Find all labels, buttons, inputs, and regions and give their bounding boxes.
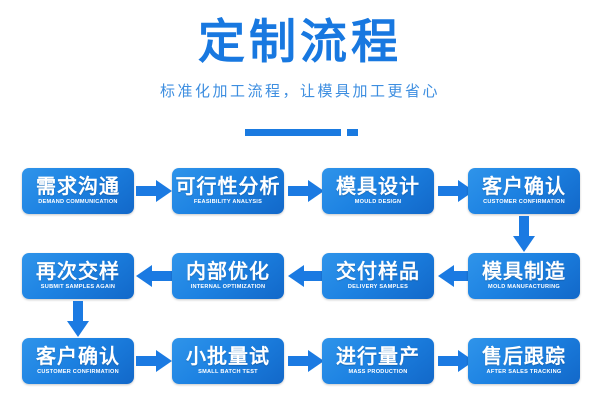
flow-step-feasibility-analysis[interactable]: 可行性分析 FEASIBILITY ANALYSIS xyxy=(172,168,284,214)
arrow-right-icon xyxy=(136,350,172,372)
step-label-cn: 需求沟通 xyxy=(36,174,120,199)
step-label-cn: 模具制造 xyxy=(482,259,566,284)
step-label-en: INTERNAL OPTIMIZATION xyxy=(190,284,266,291)
arrow-right-icon xyxy=(288,350,324,372)
step-label-cn: 可行性分析 xyxy=(175,174,281,199)
divider-square xyxy=(347,129,358,136)
flow-step-submit-samples-again[interactable]: 再次交样 SUBMIT SAMPLES AGAIN xyxy=(22,253,134,299)
step-label-en: DEMAND COMMUNICATION xyxy=(38,199,118,206)
arrow-right-icon xyxy=(438,350,474,372)
flow-step-delivery-samples[interactable]: 交付样品 DELIVERY SAMPLES xyxy=(322,253,434,299)
arrow-left-icon xyxy=(438,265,474,287)
arrow-left-icon xyxy=(136,265,172,287)
step-label-en: SUBMIT SAMPLES AGAIN xyxy=(40,284,116,291)
step-label-en: MOLD MANUFACTURING xyxy=(488,284,560,291)
step-label-en: FEASIBILITY ANALYSIS xyxy=(193,199,263,206)
step-label-cn: 售后跟踪 xyxy=(482,344,566,369)
flow-step-mass-production[interactable]: 进行量产 MASS PRODUCTION xyxy=(322,338,434,384)
arrow-down-icon xyxy=(513,216,535,252)
flow-step-small-batch-test[interactable]: 小批量试 SMALL BATCH TEST xyxy=(172,338,284,384)
step-label-en: MOULD DESIGN xyxy=(354,199,402,206)
divider-bar xyxy=(245,129,341,136)
flow-step-mold-manufacturing[interactable]: 模具制造 MOLD MANUFACTURING xyxy=(468,253,580,299)
flow-step-after-sales-tracking[interactable]: 售后跟踪 AFTER SALES TRACKING xyxy=(468,338,580,384)
decorative-divider xyxy=(0,129,600,137)
step-label-en: CUSTOMER CONFIRMATION xyxy=(483,199,565,206)
arrow-right-icon xyxy=(136,180,172,202)
arrow-right-icon xyxy=(438,180,474,202)
arrow-right-icon xyxy=(288,180,324,202)
step-label-cn: 内部优化 xyxy=(186,259,270,284)
page-title: 定制流程 xyxy=(198,15,402,70)
arrow-left-icon xyxy=(288,265,324,287)
step-label-cn: 进行量产 xyxy=(336,344,420,369)
flow-step-customer-confirmation-2[interactable]: 客户确认 CUSTOMER CONFIRMATION xyxy=(22,338,134,384)
step-label-cn: 客户确认 xyxy=(36,344,120,369)
step-label-cn: 再次交样 xyxy=(36,259,120,284)
step-label-en: AFTER SALES TRACKING xyxy=(486,369,562,376)
arrow-down-icon xyxy=(67,301,89,337)
step-label-en: SMALL BATCH TEST xyxy=(198,369,258,376)
flow-step-demand-communication[interactable]: 需求沟通 DEMAND COMMUNICATION xyxy=(22,168,134,214)
step-label-cn: 小批量试 xyxy=(186,344,270,369)
page-subtitle: 标准化加工流程，让模具加工更省心 xyxy=(159,81,440,100)
flow-step-mould-design[interactable]: 模具设计 MOULD DESIGN xyxy=(322,168,434,214)
step-label-en: DELIVERY SAMPLES xyxy=(347,284,409,291)
step-label-en: MASS PRODUCTION xyxy=(348,369,408,376)
flow-step-customer-confirmation-1[interactable]: 客户确认 CUSTOMER CONFIRMATION xyxy=(468,168,580,214)
flow-step-internal-optimization[interactable]: 内部优化 INTERNAL OPTIMIZATION xyxy=(172,253,284,299)
step-label-cn: 模具设计 xyxy=(336,174,420,199)
step-label-cn: 客户确认 xyxy=(482,174,566,199)
step-label-cn: 交付样品 xyxy=(336,259,420,284)
step-label-en: CUSTOMER CONFIRMATION xyxy=(37,369,119,376)
header: 定制流程 标准化加工流程，让模具加工更省心 xyxy=(0,0,600,101)
